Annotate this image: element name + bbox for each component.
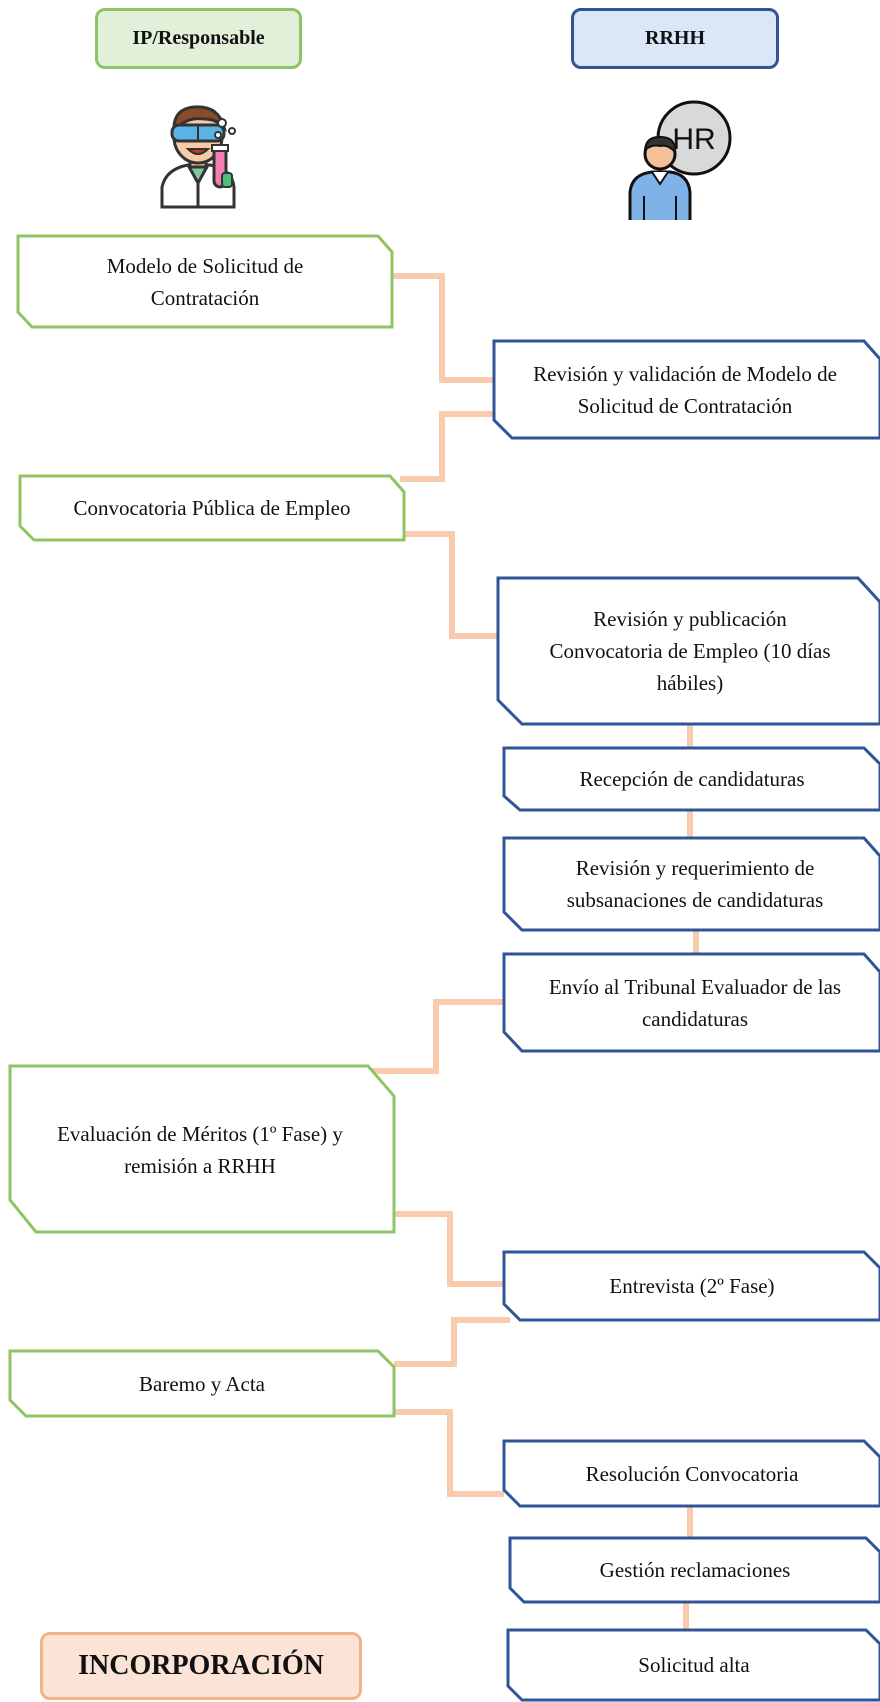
step-node-6: [502, 836, 880, 932]
connector-9-10: [394, 1317, 510, 1367]
step-label-5: Recepción de candidaturas: [579, 767, 805, 791]
connector-7-8: [368, 999, 504, 1074]
step-label-6: Revisión y requerimiento de subsanacione…: [566, 856, 824, 912]
step-node-7: [502, 952, 880, 1053]
step-label-9: Entrevista (2º Fase): [609, 1274, 775, 1298]
step-label-10: Baremo y Acta: [139, 1371, 265, 1396]
step-node-5: [502, 746, 880, 812]
step-node-13: [506, 1628, 880, 1702]
scientist-with-test-tube-icon: [160, 105, 236, 209]
connector-8-9: [394, 1211, 504, 1287]
step-label-2: Revisión y validación de Modelo de Solic…: [533, 362, 837, 418]
ip-lane-header: IP/Responsable: [95, 8, 302, 69]
step-node-3: [18, 474, 406, 542]
step-node-10: [8, 1349, 396, 1418]
step-node-11: [502, 1439, 880, 1508]
step-node-1: [16, 234, 394, 329]
final-step-label: INCORPORACIÓN: [78, 1650, 324, 1681]
step-label-13: Solicitud alta: [638, 1653, 750, 1677]
hr-badge-text: HR: [672, 123, 715, 156]
step-label-1: Modelo de Solicitud de Contratación: [106, 254, 304, 310]
step-node-9: [502, 1250, 880, 1322]
step-node-4: [496, 576, 880, 726]
connector-2-3: [400, 411, 494, 482]
step-label-8: Evaluación de Méritos (1º Fase) y remisi…: [57, 1122, 343, 1178]
hr-person-icon: HR: [628, 100, 732, 220]
step-label-11: Resolución Convocatoria: [585, 1461, 799, 1486]
connector-3-4: [404, 531, 500, 639]
step-label-7: Envío al Tribunal Evaluador de las candi…: [548, 975, 842, 1031]
connector-1-2: [392, 273, 494, 383]
connector-10-11: [394, 1409, 504, 1497]
step-node-8: [8, 1064, 396, 1234]
step-node-2: [492, 339, 880, 440]
step-label-12: Gestión reclamaciones: [599, 1558, 791, 1582]
step-node-12: [508, 1536, 880, 1604]
final-step-box: INCORPORACIÓN: [40, 1632, 362, 1700]
hr-lane-header: RRHH: [571, 8, 779, 69]
hr-lane-title: RRHH: [645, 27, 705, 49]
step-label-4: Revisión y publicación Convocatoria de E…: [549, 607, 831, 695]
step-label-3: Convocatoria Pública de Empleo: [73, 496, 351, 520]
ip-lane-title: IP/Responsable: [132, 27, 265, 49]
